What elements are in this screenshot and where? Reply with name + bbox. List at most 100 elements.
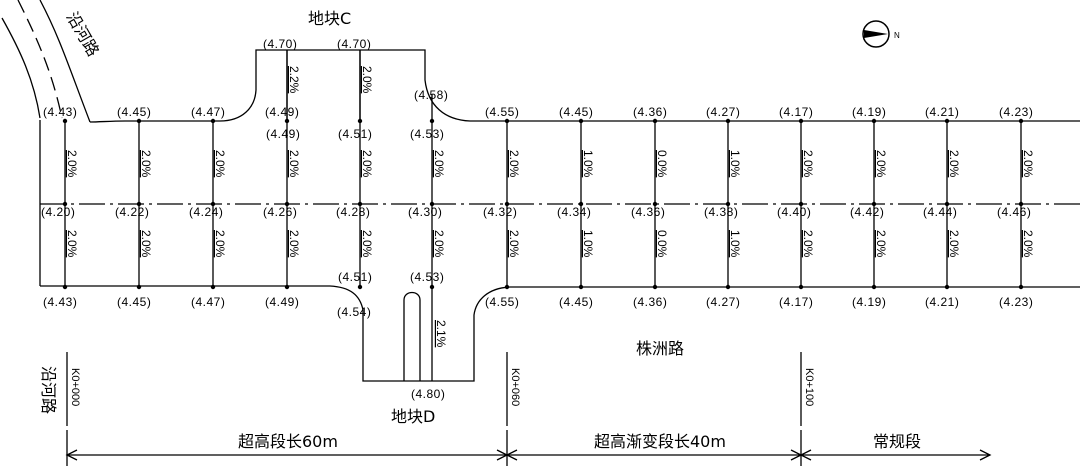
- road-top-edge-a: [89, 49, 1080, 123]
- dim-arrow-k0: [65, 449, 78, 461]
- elevation-point: [578, 201, 584, 207]
- chainage-k100: K0+100: [803, 368, 815, 406]
- elevation-point: [62, 201, 68, 207]
- column-slope-upper: 2.0%: [801, 150, 815, 178]
- elevation-point: [357, 201, 363, 207]
- elevation-point: [725, 284, 731, 290]
- elevation-point: [136, 201, 142, 207]
- column-slope-upper: 1.0%: [581, 150, 595, 178]
- parcel-d-elev-bottom: (4.80): [411, 387, 445, 401]
- column-slope-upper: 0.0%: [655, 150, 669, 178]
- column-slope-upper: 2.0%: [65, 150, 79, 178]
- column-top-elevation: (4.21): [925, 105, 959, 119]
- elevation-point: [652, 118, 658, 124]
- chainage-k0: K0+000: [69, 368, 81, 406]
- column-mid-elevation: (4.44): [923, 205, 957, 219]
- column-top-elevation: (4.55): [485, 105, 519, 119]
- elevation-point: [210, 118, 216, 124]
- parcel-c-slope-1: 2.2%: [287, 66, 301, 94]
- column-bottom-elevation: (4.21): [925, 295, 959, 309]
- elevation-point: [357, 284, 363, 290]
- column-top-elevation: (4.17): [779, 105, 813, 119]
- elevation-point: [798, 118, 804, 124]
- elevation-point: [62, 118, 68, 124]
- elevation-point: [284, 284, 290, 290]
- elevation-point: [136, 284, 142, 290]
- column-bottom-elevation: (4.23): [999, 295, 1033, 309]
- column-bottom-elevation: (4.47): [191, 295, 225, 309]
- column-slope-lower: 2.0%: [874, 230, 888, 258]
- elevation-point: [1018, 201, 1024, 207]
- column-slope-lower: 2.0%: [507, 230, 521, 258]
- column-bottom-elevation: (4.51): [338, 270, 372, 284]
- river-road-centre-dash: [17, 0, 63, 119]
- column-bottom-elevation: (4.45): [117, 295, 151, 309]
- elevation-points: [62, 118, 1024, 290]
- column-mid-elevation: (4.28): [336, 205, 370, 219]
- elevation-point: [357, 118, 363, 124]
- column-bottom-elevation: (4.19): [852, 295, 886, 309]
- elevation-point: [1018, 118, 1024, 124]
- elevation-point: [504, 284, 510, 290]
- dim-arrow-k60-right: [505, 449, 518, 461]
- segment-superelevation: 超高段长60m: [238, 432, 338, 451]
- column-slope-lower: 2.0%: [65, 230, 79, 258]
- column-bottom-elevation: (4.53): [410, 270, 444, 284]
- column-mid-elevation: (4.46): [997, 205, 1031, 219]
- elevation-point: [798, 201, 804, 207]
- elevation-point: [504, 201, 510, 207]
- column-slope-upper: 2.0%: [213, 150, 227, 178]
- parcel-c-col4-inner: (4.49): [266, 127, 300, 141]
- column-slope-lower: 2.0%: [1021, 230, 1035, 258]
- column-bottom-elevation: (4.36): [633, 295, 667, 309]
- elevation-point: [284, 118, 290, 124]
- column-mid-elevation: (4.38): [704, 205, 738, 219]
- river-road-edge-2: [39, 0, 91, 123]
- parcel-c-elev-left: (4.70): [263, 37, 297, 51]
- elevation-point: [944, 201, 950, 207]
- elevation-point: [429, 118, 435, 124]
- column-bottom-elevation: (4.49): [265, 295, 299, 309]
- column-slope-lower: 2.0%: [801, 230, 815, 258]
- parcel-c-elev-right: (4.70): [337, 37, 371, 51]
- north-arrow-label: N: [894, 31, 900, 40]
- dim-arrow-k100-right: [799, 449, 812, 461]
- column-slope-upper: 2.0%: [874, 150, 888, 178]
- parcel-d-title: 地块D: [391, 407, 435, 426]
- column-slope-lower: 2.0%: [360, 230, 374, 258]
- column-slope-lower: 1.0%: [728, 230, 742, 258]
- elevation-point: [944, 118, 950, 124]
- elevation-point: [652, 284, 658, 290]
- segment-normal: 常规段: [873, 432, 921, 451]
- river-road-name-side: 沿河路: [39, 366, 58, 414]
- column-bottom-elevation: (4.55): [485, 295, 519, 309]
- column-bottom-elevation: (4.43): [43, 295, 77, 309]
- column-slope-upper: 2.0%: [507, 150, 521, 178]
- column-slope-lower: 2.0%: [947, 230, 961, 258]
- elevation-point: [504, 118, 510, 124]
- column-top-elevation: (4.27): [706, 105, 740, 119]
- elevation-point: [210, 201, 216, 207]
- column-mid-elevation: (4.30): [408, 205, 442, 219]
- elevation-point: [578, 284, 584, 290]
- parcel-c-curb-return: (4.58): [414, 88, 448, 102]
- column-bottom-elevation: (4.17): [779, 295, 813, 309]
- column-mid-elevation: (4.32): [483, 205, 517, 219]
- column-slope-lower: 2.0%: [213, 230, 227, 258]
- column-mid-elevation: (4.42): [850, 205, 884, 219]
- column-bottom-elevation: (4.27): [706, 295, 740, 309]
- column-top-elevation: (4.43): [43, 105, 77, 119]
- column-slope-lower: 2.0%: [287, 230, 301, 258]
- parcel-c-title: 地块C: [308, 9, 351, 28]
- parcel-d-slope: 2.1%: [434, 320, 448, 348]
- column-slope-upper: 1.0%: [728, 150, 742, 178]
- column-slope-lower: 1.0%: [581, 230, 595, 258]
- column-top-elevation: (4.51): [338, 127, 372, 141]
- elevation-point: [1018, 284, 1024, 290]
- column-slope-upper: 2.0%: [947, 150, 961, 178]
- parcel-c-slope-2: 2.0%: [360, 66, 374, 94]
- column-mid-elevation: (4.26): [263, 205, 297, 219]
- column-top-elevation: (4.19): [852, 105, 886, 119]
- elevation-point: [136, 118, 142, 124]
